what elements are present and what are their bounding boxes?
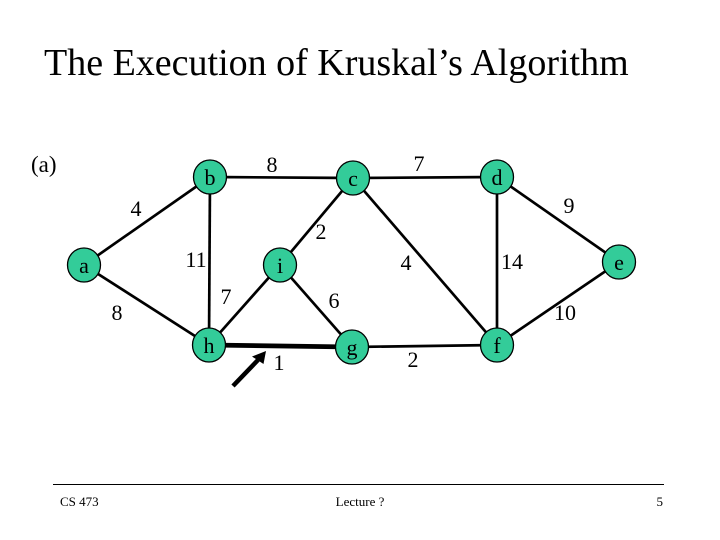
edge-weight-c-f: 4 <box>401 250 412 275</box>
edge-weight-g-f: 2 <box>408 347 419 372</box>
edge-d-e <box>496 175 620 264</box>
node-label-b: b <box>205 165 216 190</box>
edge-h-g <box>208 342 353 350</box>
edge-a-b <box>83 175 211 267</box>
footer-course-label: CS 473 <box>60 494 99 509</box>
footer-lecture-label: Lecture ? <box>335 494 385 509</box>
edge-g-f <box>351 343 498 349</box>
edge-weight-c-i: 2 <box>316 219 327 244</box>
edge-weight-h-g: 1 <box>274 350 285 375</box>
edge-b-c <box>209 175 354 180</box>
node-d <box>479 159 515 195</box>
edge-weight-e-f: 10 <box>554 300 576 325</box>
edge-weight-b-c: 8 <box>267 152 278 177</box>
footer-page-number: 5 <box>656 494 664 509</box>
node-label-c: c <box>348 166 358 191</box>
edge-c-i <box>278 177 355 266</box>
edge-h-i <box>207 264 282 346</box>
edge-weight-a-b: 4 <box>131 196 142 221</box>
node-e <box>601 244 637 280</box>
edge-b-h <box>207 176 212 346</box>
node-label-f: f <box>493 333 501 358</box>
edge-a-h <box>83 263 210 347</box>
node-label-d: d <box>492 165 503 190</box>
node-f <box>479 327 515 363</box>
node-a <box>66 247 102 283</box>
edge-i-g <box>278 264 354 348</box>
node-b <box>192 159 228 195</box>
node-label-a: a <box>79 253 89 278</box>
edge-weight-i-g: 6 <box>329 288 340 313</box>
footer-divider <box>53 484 664 485</box>
node-c <box>335 160 371 196</box>
edge-weight-b-h: 11 <box>185 247 206 272</box>
node-g <box>334 329 370 365</box>
edge-c-f <box>351 177 499 346</box>
node-label-h: h <box>204 333 215 358</box>
edge-c-d <box>352 175 498 180</box>
node-h <box>191 327 227 363</box>
node-label-g: g <box>347 335 358 360</box>
edge-e-f <box>496 260 620 347</box>
selection-arrow-shaft <box>231 358 260 388</box>
slide-title: The Execution of Kruskal’s Algorithm <box>44 42 629 84</box>
edge-weight-d-f: 14 <box>501 249 523 274</box>
node-i <box>262 247 298 283</box>
edge-weight-c-d: 7 <box>414 151 425 176</box>
edge-weight-a-h: 8 <box>112 300 123 325</box>
selection-arrow-head-icon <box>252 351 266 364</box>
node-label-i: i <box>277 253 283 278</box>
edge-weight-d-e: 9 <box>564 193 575 218</box>
node-label-e: e <box>614 250 624 275</box>
edge-weight-h-i: 7 <box>221 284 232 309</box>
figure-label: (a) <box>31 152 57 177</box>
